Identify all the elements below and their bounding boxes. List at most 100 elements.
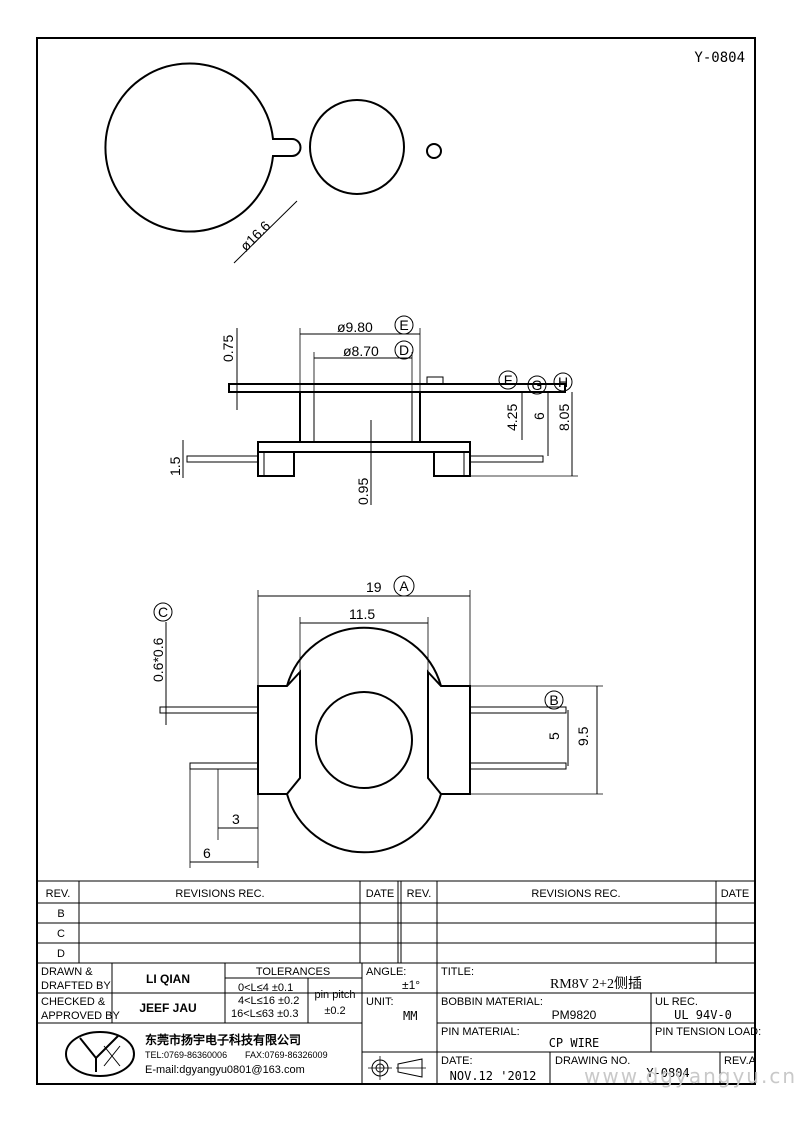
title-label: TITLE: [441,966,474,978]
bottom-view: 19 A 11.5 C 0.6*0.6 B 5 9.5 3 6 [150,575,603,868]
company-logo-y-mark [79,1035,119,1072]
date-header-right: DATE [721,888,750,900]
drawing-no-value: Y-0804 [646,1066,689,1080]
dim-dia-d: ø8.70 [343,343,379,359]
callout-f-circle [498,370,518,390]
date-header-left: DATE [366,888,395,900]
tolerance-row-1: 0<L≤4 ±0.1 [238,982,293,994]
top-view: ø16.6 [104,62,442,264]
pin-material-label: PIN MATERIAL: [441,1026,520,1038]
bottom-pin-left-bottom [189,762,259,770]
bobbin-label: BOBBIN MATERIAL: [441,996,543,1008]
angle-label: ANGLE: [366,966,406,978]
top-view-outline [104,62,302,233]
dim-offset-3: 3 [232,811,240,827]
dim-width-19: 19 [366,579,382,595]
callout-b-circle [544,690,564,710]
bobbin-value: PM9820 [552,1008,597,1022]
bottom-pin-right-top [469,706,567,714]
company-fax: FAX:0769-86326009 [245,1050,328,1060]
callout-g: G [532,377,543,393]
dim-pin-thickness: 1.5 [167,456,183,476]
rec-header-left: REVISIONS REC. [175,888,264,900]
projection-symbol-icon [368,1056,426,1080]
drawing-no-label: DRAWING NO. [555,1055,630,1067]
callout-e-circle [394,315,414,335]
side-pin-left [186,455,259,463]
rev-row-c: C [57,928,65,940]
rev-row-b: B [57,908,64,920]
callout-a-circle [393,575,415,597]
pin-pitch-value: ±0.2 [324,1005,345,1017]
company-email: E-mail:dgyangyu0801@163.com [145,1064,305,1076]
pin-material-value: CP WIRE [549,1036,600,1050]
company-logo-x-mark [103,1045,121,1067]
bottom-arc-top [286,626,442,687]
rec-header-right: REVISIONS REC. [531,888,620,900]
side-base-flange [257,441,471,453]
callout-h-circle [553,372,573,392]
dim-diameter-outer: ø16.6 [237,217,274,254]
rev-header-left: REV. [46,888,71,900]
unit-value: MM [403,1009,417,1023]
projection-symbol-cone [397,1058,423,1078]
bottom-pin-right-bottom [469,762,567,770]
callout-d: D [399,342,409,358]
company-tel: TEL:0769-86360006 [145,1050,227,1060]
company-logo-outline [65,1031,135,1077]
dim-width-11-5: 11.5 [349,606,375,622]
callout-f: F [504,372,513,388]
dim-h-4-25: 4.25 [504,404,520,431]
bottom-right-block [427,669,471,795]
side-pin-block-left [257,451,295,477]
dim-base-thickness: 0.95 [355,478,371,505]
tolerance-row-2: 4<L≤16 ±0.2 [238,995,299,1007]
title-block: DRAWN & DRAFTED BY LI QIAN CHECKED & APP… [36,962,761,1085]
dim-height-9-5: 9.5 [575,726,591,746]
unit-label: UNIT: [366,996,394,1008]
drawn-label-1: DRAWN & [41,966,93,978]
date-value: NOV.12 '2012 [450,1069,537,1083]
rev-label: REV.A [724,1055,757,1067]
bottom-arc-bottom [286,793,442,854]
top-view-center-hole [309,99,405,195]
callout-b: B [549,692,558,708]
date-label: DATE: [441,1055,473,1067]
angle-value: ±1° [402,978,420,992]
checked-by: JEEF JAU [139,1001,196,1015]
callout-d-circle [394,340,414,360]
checked-label-1: CHECKED & [41,996,106,1008]
callout-c-circle [153,602,173,622]
callout-c: C [158,604,168,620]
callout-g-circle [527,375,547,395]
rev-row-d: D [57,948,65,960]
bottom-pin-left-top [159,706,259,714]
dim-leader-diameter [233,200,298,264]
callout-h: H [558,374,568,390]
company-name: 东莞市扬宇电子科技有限公司 [145,1032,301,1047]
pin-pitch-label: pin pitch [315,989,356,1001]
tolerances-title: TOLERANCES [256,966,330,978]
side-top-flange [228,383,566,393]
watermark: www.dgyangyu.cn [584,1064,794,1088]
top-view-pin-hole [426,143,442,159]
dim-h-8-05: 8.05 [556,404,572,431]
revisions-table-frame [36,880,756,964]
dim-top-thickness: 0.75 [220,335,236,362]
callout-a: A [399,578,409,594]
side-pin-right [469,455,544,463]
pin-tension-label: PIN TENSION LOAD: [655,1026,761,1038]
tolerance-row-3: 16<L≤63 ±0.3 [231,1008,298,1020]
dim-pin-size: 0.6*0.6 [150,637,166,682]
sheet-border [36,37,756,1085]
callout-e: E [399,317,408,333]
ul-label: UL REC. [655,996,698,1008]
title-value: RM8V 2+2侧插 [550,976,642,992]
drawing-id-label: Y-0804 [694,50,745,66]
dim-offset-6: 6 [203,845,211,861]
rev-header-right: REV. [407,888,432,900]
bottom-center-hole [315,691,413,789]
drawn-by: LI QIAN [146,972,190,986]
company-logo [65,1031,135,1077]
